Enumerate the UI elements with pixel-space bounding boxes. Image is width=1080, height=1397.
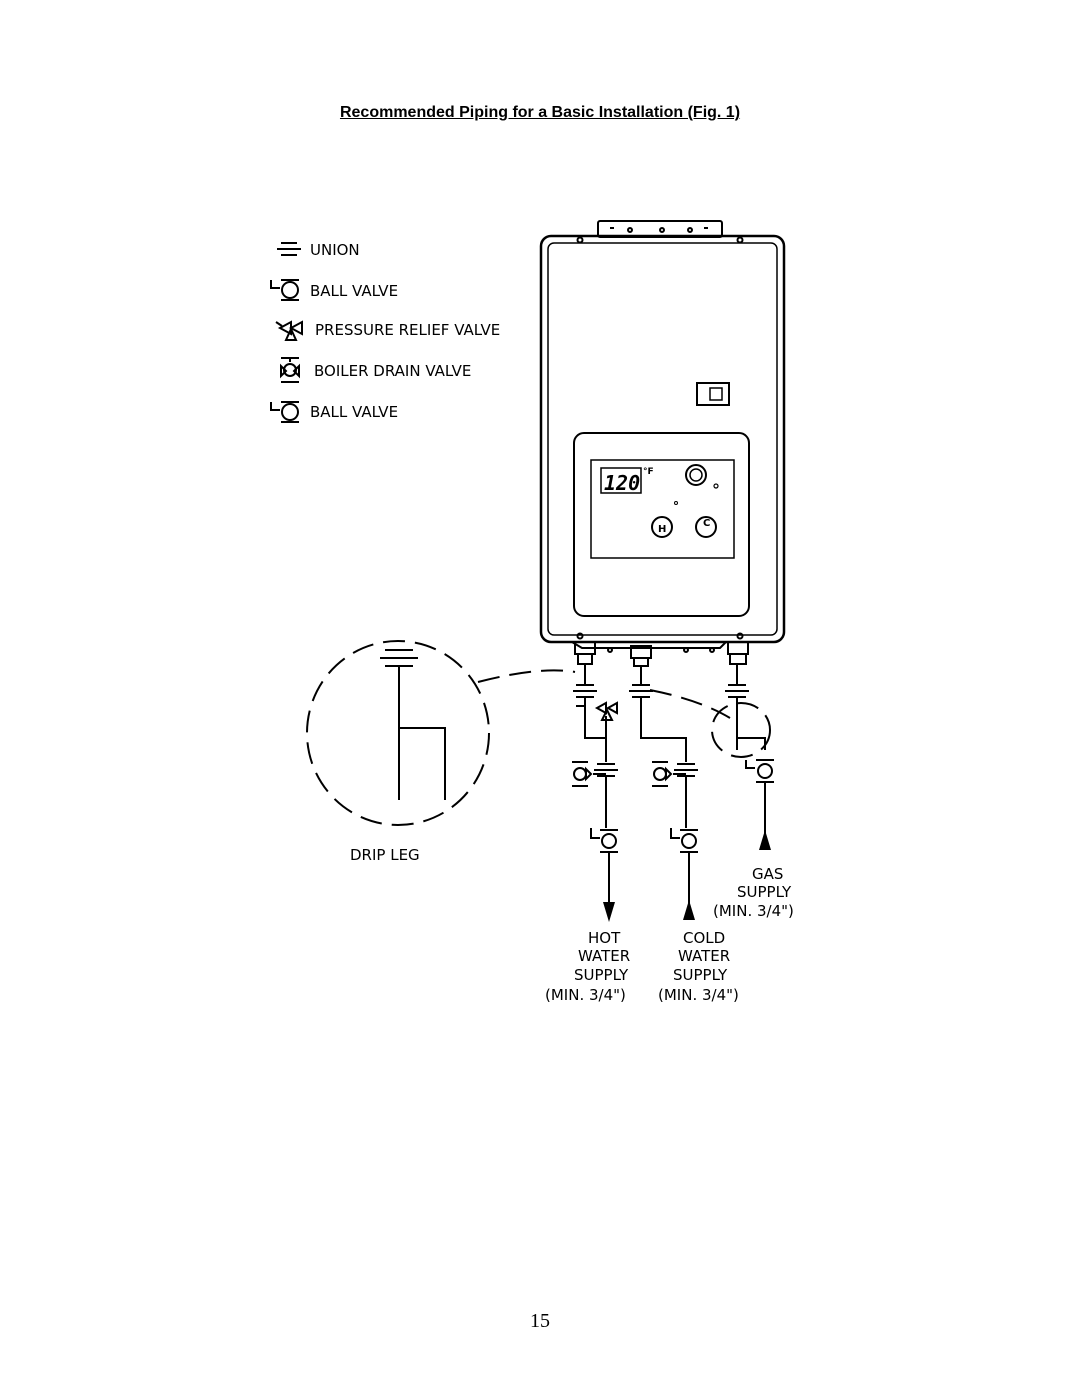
cold-water-line [629,666,698,920]
cold-water-label-3: SUPPLY [673,966,728,984]
hot-water-label-4: (MIN. 3/4") [545,986,626,1004]
cold-water-label-4: (MIN. 3/4") [658,986,739,1004]
drip-leg-detail [306,640,771,826]
cold-water-label-1: COLD [683,929,725,947]
gas-supply-label-3: (MIN. 3/4") [713,902,794,920]
boiler-drain-valve-icon [280,357,300,383]
figure-title: Recommended Piping for a Basic Installat… [339,104,741,121]
cold-water-label-2: WATER [678,947,730,965]
hot-flow-arrow-icon [603,902,615,922]
hot-water-label-3: SUPPLY [574,966,629,984]
union-icon [277,242,301,256]
cold-key: C [703,518,710,529]
hot-water-line [572,664,618,905]
temperature-display: 120 [604,471,640,495]
legend-pressure-relief-label: PRESSURE RELIEF VALVE [315,321,500,339]
pressure-relief-valve-icon [275,320,303,341]
temperature-unit: °F [643,467,654,477]
ball-valve-icon [270,279,299,301]
ball-valve-icon [270,401,299,423]
water-heater-unit [539,220,786,667]
legend-ball-valve-2-label: BALL VALVE [310,403,398,421]
gas-line [725,664,774,850]
page-number: 15 [530,1310,550,1332]
hot-water-label-2: WATER [578,947,630,965]
legend [270,242,303,423]
gas-flow-arrow-icon [759,830,771,850]
legend-ball-valve-label: BALL VALVE [310,282,398,300]
drip-leg-label: DRIP LEG [350,846,420,864]
cold-flow-arrow-icon [683,900,695,920]
drip-leg-pipe [380,649,446,800]
gas-supply-label-2: SUPPLY [737,883,792,901]
legend-union-label: UNION [310,241,360,259]
hot-key: H [658,524,666,535]
gas-supply-label-1: GAS [752,865,783,883]
legend-boiler-drain-label: BOILER DRAIN VALVE [314,362,471,380]
hot-water-label-1: HOT [588,929,621,947]
